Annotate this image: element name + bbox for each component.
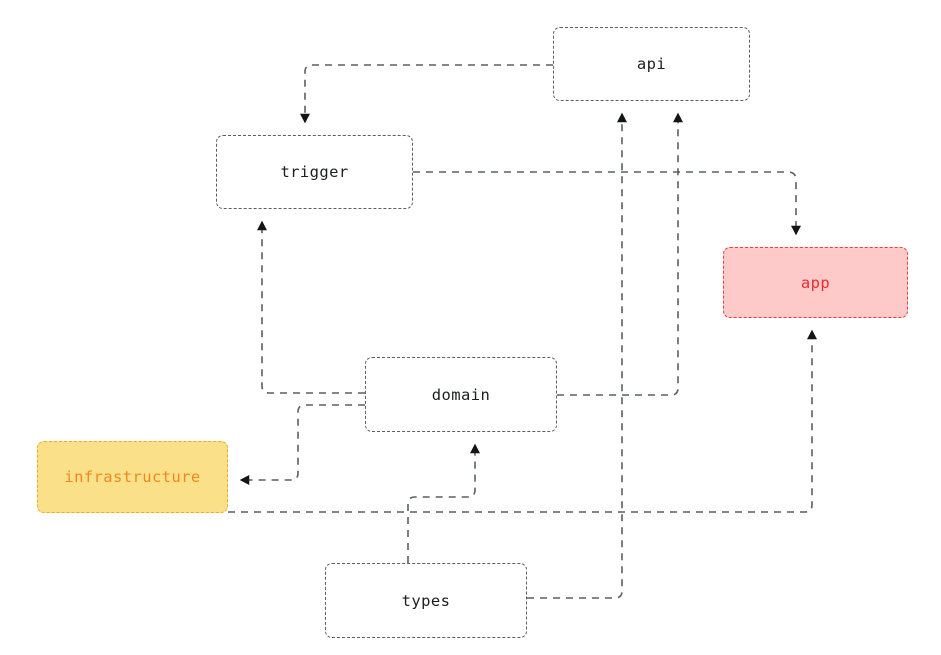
edge-infrastructure-to-app bbox=[228, 329, 817, 513]
edge-types-to-api bbox=[527, 112, 627, 599]
node-label-types: types bbox=[401, 591, 451, 610]
edge-types-to-domain bbox=[407, 443, 480, 563]
node-label-domain: domain bbox=[431, 385, 491, 404]
edge-api-to-trigger bbox=[300, 64, 553, 124]
node-app[interactable]: app bbox=[723, 247, 908, 318]
node-infrastructure[interactable]: infrastructure bbox=[37, 441, 228, 513]
node-api[interactable]: api bbox=[553, 27, 750, 101]
node-label-api: api bbox=[636, 55, 667, 73]
edge-domain-to-trigger bbox=[257, 220, 365, 394]
node-domain[interactable]: domain bbox=[365, 357, 557, 432]
node-label-infrastructure: infrastructure bbox=[64, 468, 201, 486]
node-label-app: app bbox=[800, 273, 831, 292]
edge-trigger-to-app bbox=[413, 171, 801, 236]
node-trigger[interactable]: trigger bbox=[216, 135, 413, 209]
edge-domain-to-infrastructure bbox=[239, 404, 365, 485]
node-label-trigger: trigger bbox=[280, 163, 349, 181]
edge-domain-to-api bbox=[557, 112, 683, 396]
node-types[interactable]: types bbox=[325, 563, 527, 638]
